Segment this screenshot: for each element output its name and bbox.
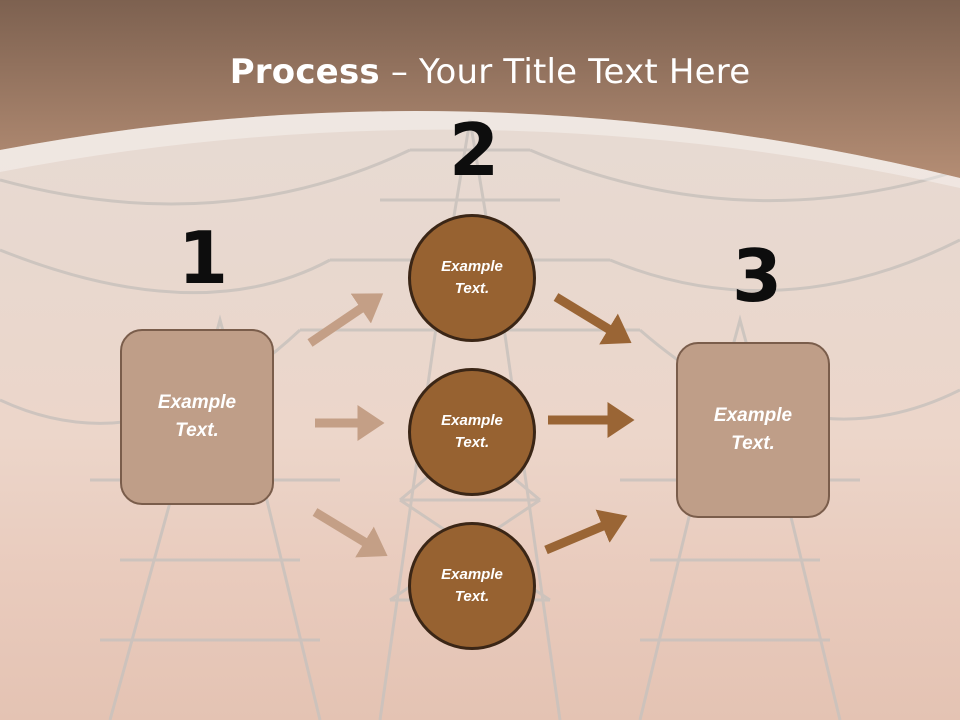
step-2-circle-bottom-text: Example Text. bbox=[441, 565, 503, 606]
step-number-3: 3 bbox=[732, 234, 783, 318]
step-2-circle-bottom: Example Text. bbox=[408, 522, 536, 650]
step-2-circle-middle: Example Text. bbox=[408, 368, 536, 496]
step-2-circle-top-text: Example Text. bbox=[441, 257, 503, 298]
step-1-text: Example Text. bbox=[157, 391, 237, 442]
step-2-circle-middle-text: Example Text. bbox=[441, 411, 503, 452]
title-bold: Process bbox=[229, 52, 380, 92]
step-3-text: Example Text. bbox=[713, 404, 793, 455]
step-3-box: Example Text. bbox=[676, 342, 830, 518]
header-band bbox=[0, 0, 960, 188]
step-2-circle-top: Example Text. bbox=[408, 214, 536, 342]
step-1-box: Example Text. bbox=[120, 329, 274, 505]
step-number-1: 1 bbox=[178, 216, 229, 300]
slide-title: Process – Your Title Text Here bbox=[0, 52, 960, 92]
title-rest: – Your Title Text Here bbox=[379, 52, 751, 92]
step-number-2: 2 bbox=[449, 108, 500, 192]
